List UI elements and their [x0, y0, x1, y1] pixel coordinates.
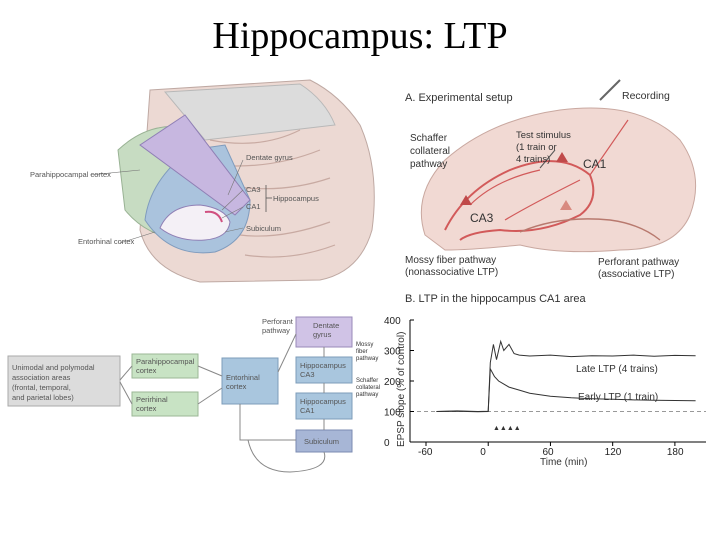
x-tick-label: 60	[542, 447, 554, 458]
flow-diagram	[7, 316, 353, 473]
brain-label-ca1: CA1	[246, 202, 261, 211]
y-tick-label: 100	[384, 408, 401, 419]
subiculum-box-label: Subiculum	[304, 437, 339, 446]
pathway-red	[444, 160, 595, 241]
late-ltp-label: Late LTP (4 trains)	[576, 364, 658, 375]
subiculum-neuron	[560, 200, 572, 210]
brain-label-parahippocampal: Parahippocampal cortex	[30, 170, 111, 179]
brain-label-subiculum: Subiculum	[246, 224, 281, 233]
entorhinal-box	[221, 357, 279, 405]
parahippocampal-box	[131, 353, 199, 379]
ca1-neuron	[556, 152, 568, 162]
brain-label-entorhinal: Entorhinal cortex	[78, 237, 135, 246]
stimulus-markers: ▲▲▲▲	[493, 425, 521, 432]
y-axis-label: EPSP slope (% of control)	[396, 332, 407, 447]
brain-illustration	[89, 79, 375, 283]
unimodal-label: Unimodal and polymodal association areas…	[12, 363, 97, 402]
ca3-label: CA3	[470, 211, 494, 225]
stim-electrode	[539, 149, 556, 169]
ca1-box-label: Hippocampus CA1	[300, 397, 348, 415]
dentate-box	[295, 316, 353, 348]
brain-label-hippocampus: Hippocampus	[273, 194, 319, 203]
perforant-fiber	[519, 218, 661, 241]
ca1-label: CA1	[583, 157, 607, 171]
x-tick-label: 120	[605, 447, 622, 458]
x-tick-label: 180	[667, 447, 684, 458]
mossy-fiber-label: Mossy fiber pathway	[356, 342, 378, 362]
panel-a-title: A. Experimental setup	[405, 92, 513, 104]
parahippocampal-label: Parahippocampal cortex	[136, 357, 196, 375]
dentate-label: Dentate gyrus	[313, 321, 341, 339]
series-line-early-ltp	[436, 366, 696, 413]
perirhinal-label: Perirhinal cortex	[136, 395, 170, 413]
ltp-chart: 0 100 200 300 400 -60 0 60 120 180	[384, 316, 706, 458]
mossy-label: Mossy fiber pathway (nonassociative LTP)	[405, 255, 499, 278]
entorhinal-label: Entorhinal cortex	[226, 373, 262, 391]
ca3-box-label: Hippocampus CA3	[300, 361, 348, 379]
x-axis-label: Time (min)	[540, 457, 587, 468]
unimodal-box	[7, 355, 121, 407]
brain-label-ca3: CA3	[246, 185, 261, 194]
y-tick-label: 0	[384, 438, 390, 449]
early-ltp-label: Early LTP (1 train)	[578, 392, 658, 403]
ca3-neuron	[460, 195, 472, 205]
x-tick-label: -60	[418, 447, 433, 458]
recording-label: Recording	[622, 90, 670, 102]
y-tick-label: 200	[384, 377, 401, 388]
recording-electrode	[599, 79, 621, 101]
y-tick-label: 400	[384, 316, 401, 327]
perirhinal-box	[131, 391, 199, 417]
x-tick-label: 0	[480, 447, 486, 458]
panel-b-title: B. LTP in the hippocampus CA1 area	[405, 293, 586, 305]
brain-label-dentate: Dentate gyrus	[246, 153, 293, 162]
y-tick-label: 300	[384, 347, 401, 358]
pathway-fibers	[469, 119, 629, 221]
schaffer-box-label: Schaffer collateral pathway	[356, 378, 382, 398]
schaffer-label: Schaffer collateral pathway	[410, 133, 453, 170]
perforant-pathway-label: Perforant pathway	[262, 317, 295, 335]
hippocampus-slice	[420, 107, 697, 253]
test-stimulus-label: Test stimulus (1 train or 4 trains)	[516, 130, 574, 165]
perforant-label: Perforant pathway (associative LTP)	[598, 257, 682, 280]
page-title: Hippocampus: LTP	[212, 15, 508, 57]
